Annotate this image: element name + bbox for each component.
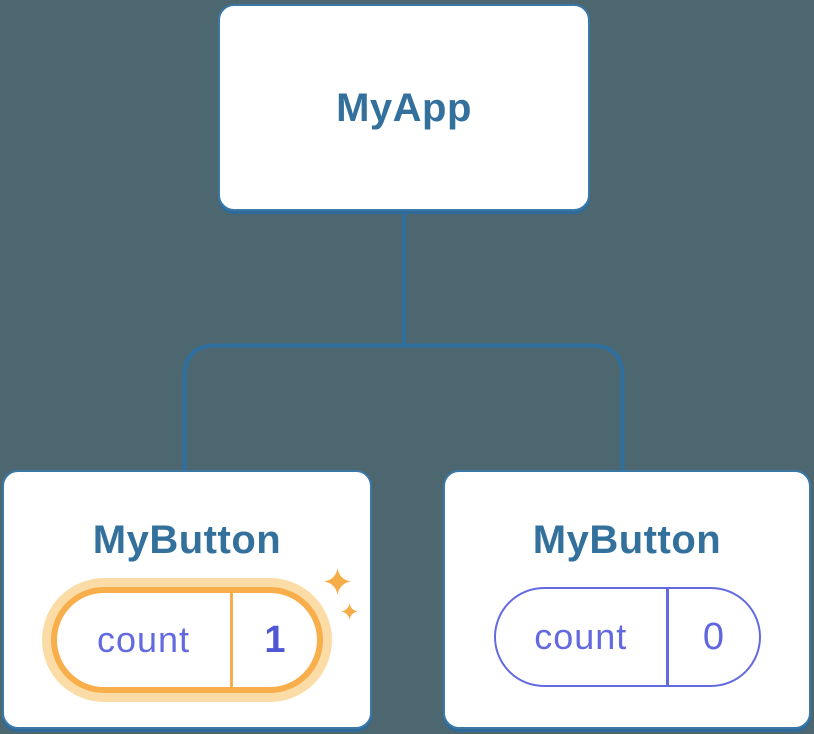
pill-divider: [230, 593, 233, 687]
node-card-mybutton-right: MyButton count 0: [443, 470, 811, 729]
node-card-mybutton-left: MyButton count 1: [2, 470, 372, 729]
state-value: 0: [702, 615, 725, 658]
state-pill: count 0: [493, 587, 761, 687]
state-key-label: count: [96, 619, 191, 660]
node-label-mybutton-right: MyButton: [532, 518, 722, 562]
state-value: 1: [264, 618, 286, 661]
state-pill-highlighted: count 1: [51, 587, 323, 693]
pill-divider: [666, 589, 669, 685]
node-label-myapp: MyApp: [336, 85, 472, 130]
children-bracket-line: [182, 343, 625, 472]
node-card-myapp: MyApp: [218, 4, 590, 211]
state-key-label: count: [534, 616, 628, 657]
node-label-mybutton-left: MyButton: [92, 518, 282, 562]
sparkle-icon-small: [341, 603, 358, 620]
sparkle-icon-large: [324, 566, 351, 597]
